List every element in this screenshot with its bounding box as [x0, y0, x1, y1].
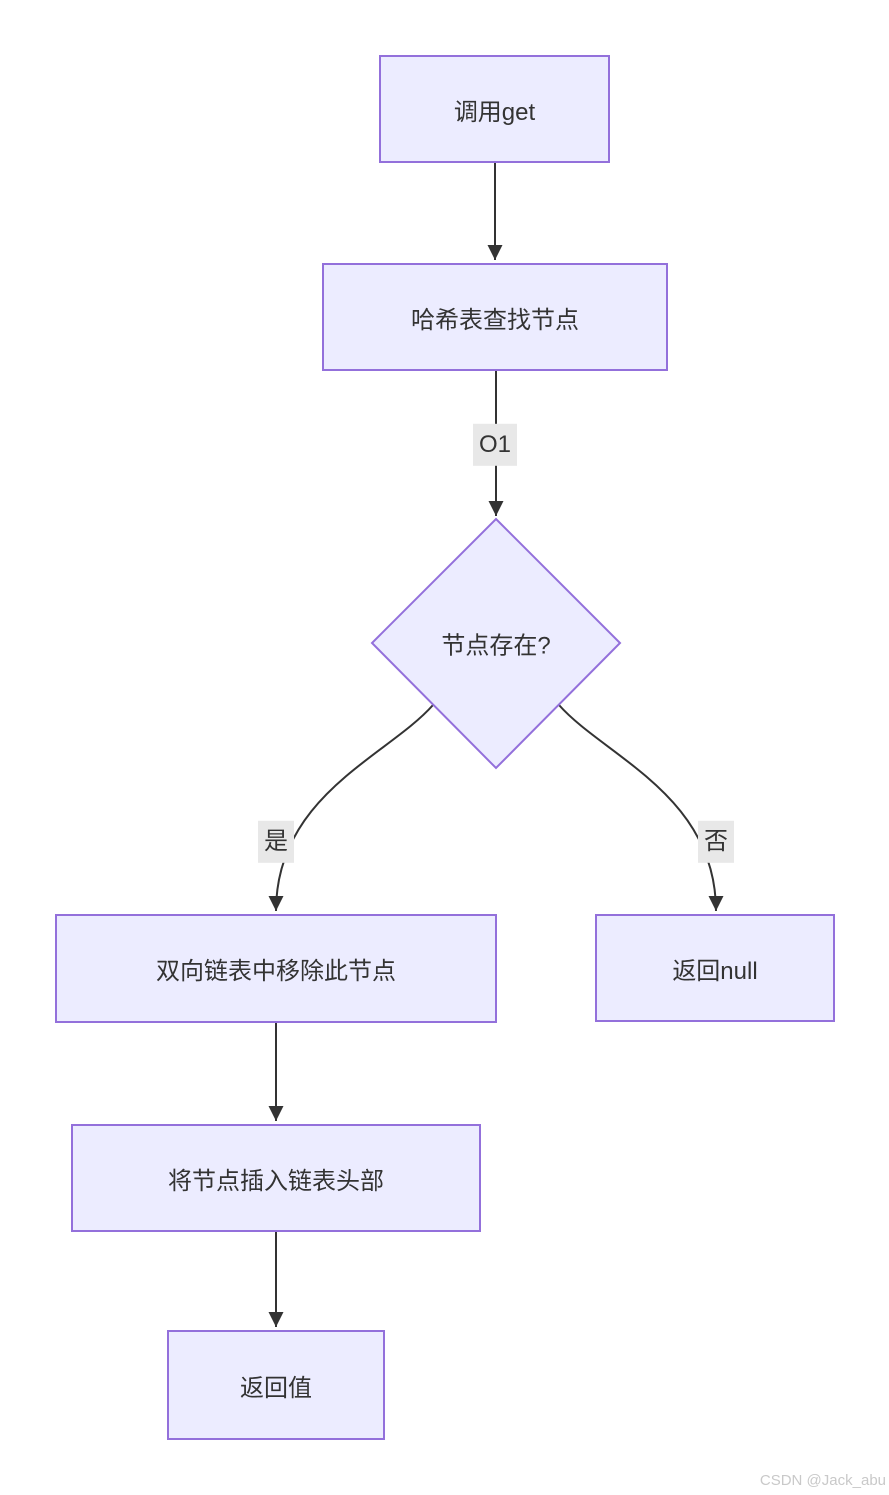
edge-label-o1: O1	[472, 423, 518, 467]
edge-decision-to-returnnull-no	[558, 704, 724, 912]
edge-label-yes: 是	[258, 820, 294, 864]
node-return-null: 返回null	[595, 914, 835, 1022]
node-decision-label: 节点存在?	[441, 632, 551, 660]
node-hash-lookup: 哈希表查找节点	[322, 263, 668, 371]
decision-diamond-shape	[370, 517, 622, 770]
watermark: CSDN @Jack_abu	[759, 1472, 886, 1489]
node-return-value: 返回值	[167, 1330, 385, 1440]
node-call-get: 调用get	[379, 55, 610, 163]
node-remove-from-list: 双向链表中移除此节点	[55, 914, 497, 1023]
node-insert-head: 将节点插入链表头部	[71, 1124, 481, 1232]
edge-label-no: 否	[698, 820, 734, 864]
edge-decision-to-remove-yes	[268, 704, 434, 912]
